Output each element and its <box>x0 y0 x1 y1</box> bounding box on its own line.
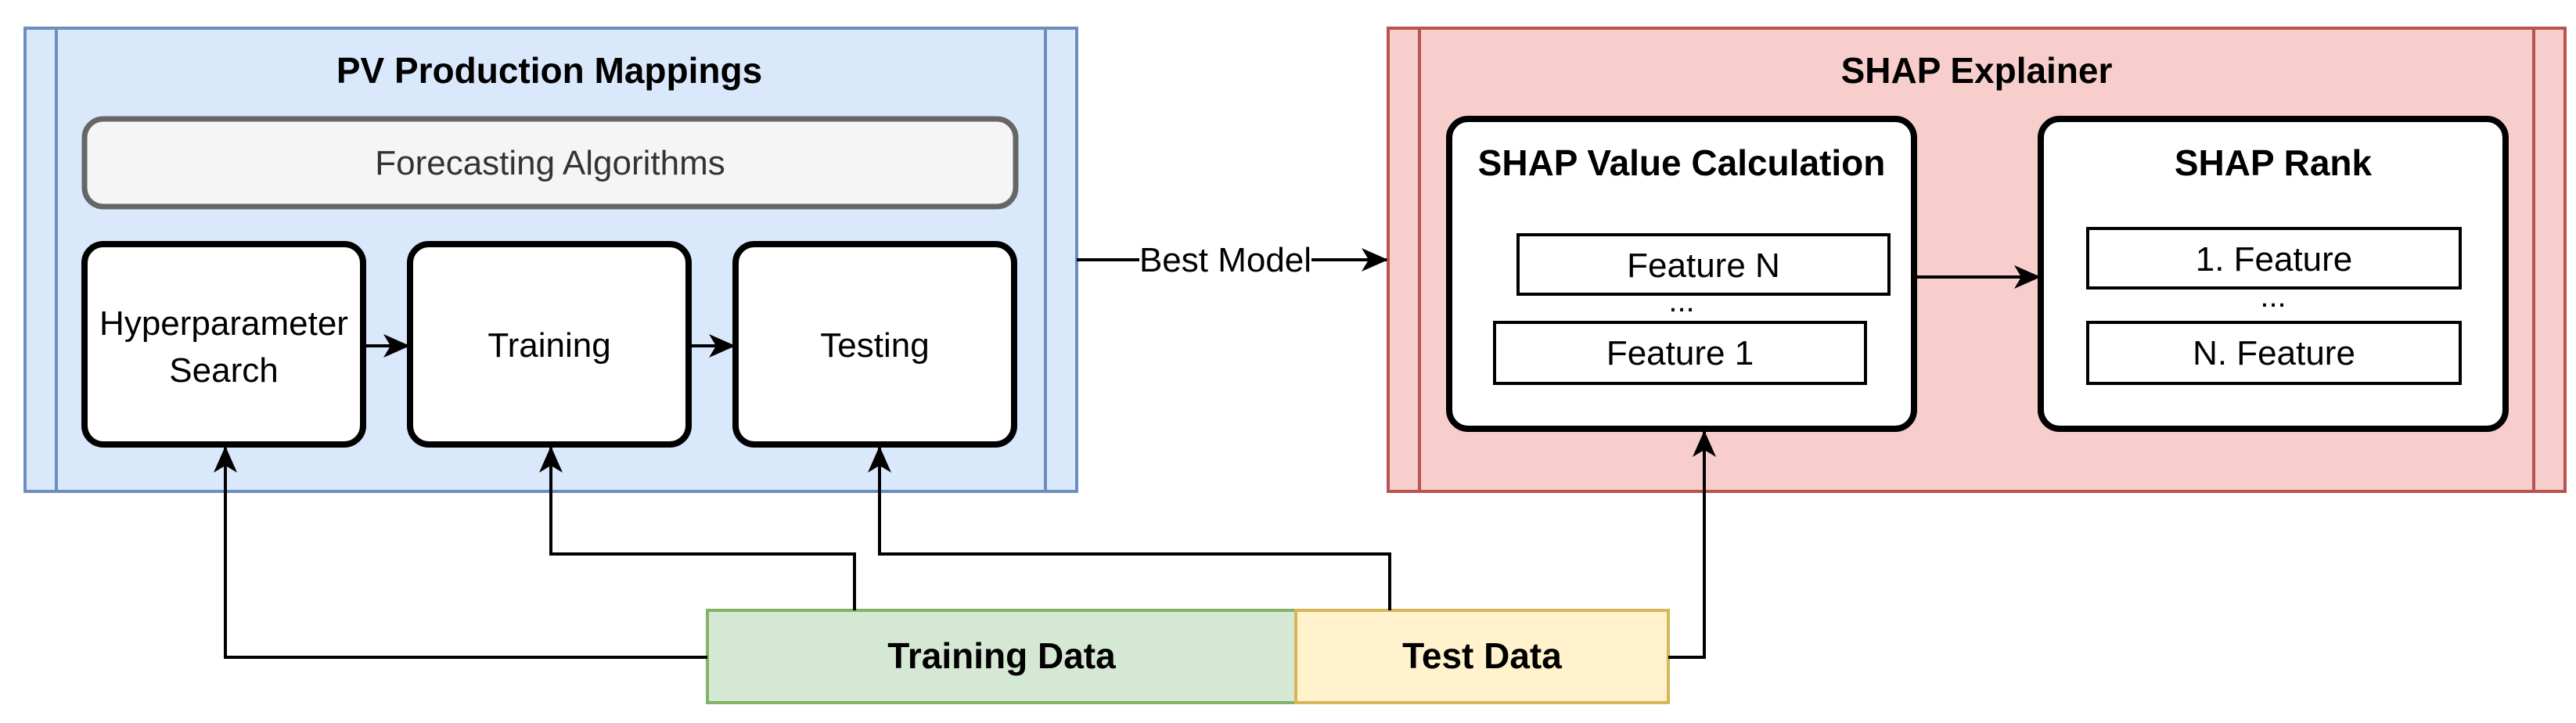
training-step-label: Training <box>487 326 610 365</box>
feature-1-label: Feature 1 <box>1606 334 1754 372</box>
hyperparameter-search-label-line2: Search <box>169 351 278 390</box>
data-blocks: Training Data Test Data <box>706 609 1670 704</box>
rank-ellipsis: ... <box>2260 279 2286 314</box>
training-data-to-training <box>539 446 856 610</box>
shap-explainer-container: SHAP Explainer SHAP Value Calculation Fe… <box>1387 27 2567 493</box>
testing-step-label: Testing <box>820 326 929 365</box>
best-model-connector: Best Model <box>1077 241 1388 279</box>
test-data-to-shap-calculation <box>1668 430 1716 659</box>
shap-container-title: SHAP Explainer <box>1841 50 2113 91</box>
forecasting-algorithms-label: Forecasting Algorithms <box>375 144 725 182</box>
training-data-to-hyperparameter-search <box>214 446 707 659</box>
data-flow-connectors <box>214 430 1716 659</box>
rank-last-feature-label: N. Feature <box>2193 334 2355 372</box>
hyperparameter-search-box <box>81 241 366 448</box>
test-data-to-testing <box>868 446 1391 610</box>
training-data-label: Training Data <box>887 635 1116 676</box>
rank-last-feature-box <box>2086 321 2462 385</box>
best-model-label: Best Model <box>1139 241 1311 279</box>
rank-first-feature-label: 1. Feature <box>2196 240 2353 279</box>
hyperparameter-search-label-line1: Hyperparameter <box>99 304 348 343</box>
training-data-box <box>706 609 1297 704</box>
pv-container-title: PV Production Mappings <box>336 50 762 91</box>
feature-1-box <box>1493 321 1867 385</box>
testing-step-box <box>732 241 1017 448</box>
feature-n-label: Feature N <box>1627 246 1780 285</box>
feature-ellipsis: ... <box>1668 284 1694 318</box>
test-data-box <box>1294 609 1670 704</box>
shap-rank-title: SHAP Rank <box>2175 142 2373 183</box>
forecasting-algorithms-box <box>81 116 1019 210</box>
shap-value-calculation-title: SHAP Value Calculation <box>1478 142 1886 183</box>
test-data-label: Test Data <box>1402 635 1562 676</box>
rank-first-feature-box <box>2086 227 2462 290</box>
feature-n-box <box>1516 233 1891 296</box>
pv-production-container: PV Production Mappings Forecasting Algor… <box>23 27 1078 493</box>
